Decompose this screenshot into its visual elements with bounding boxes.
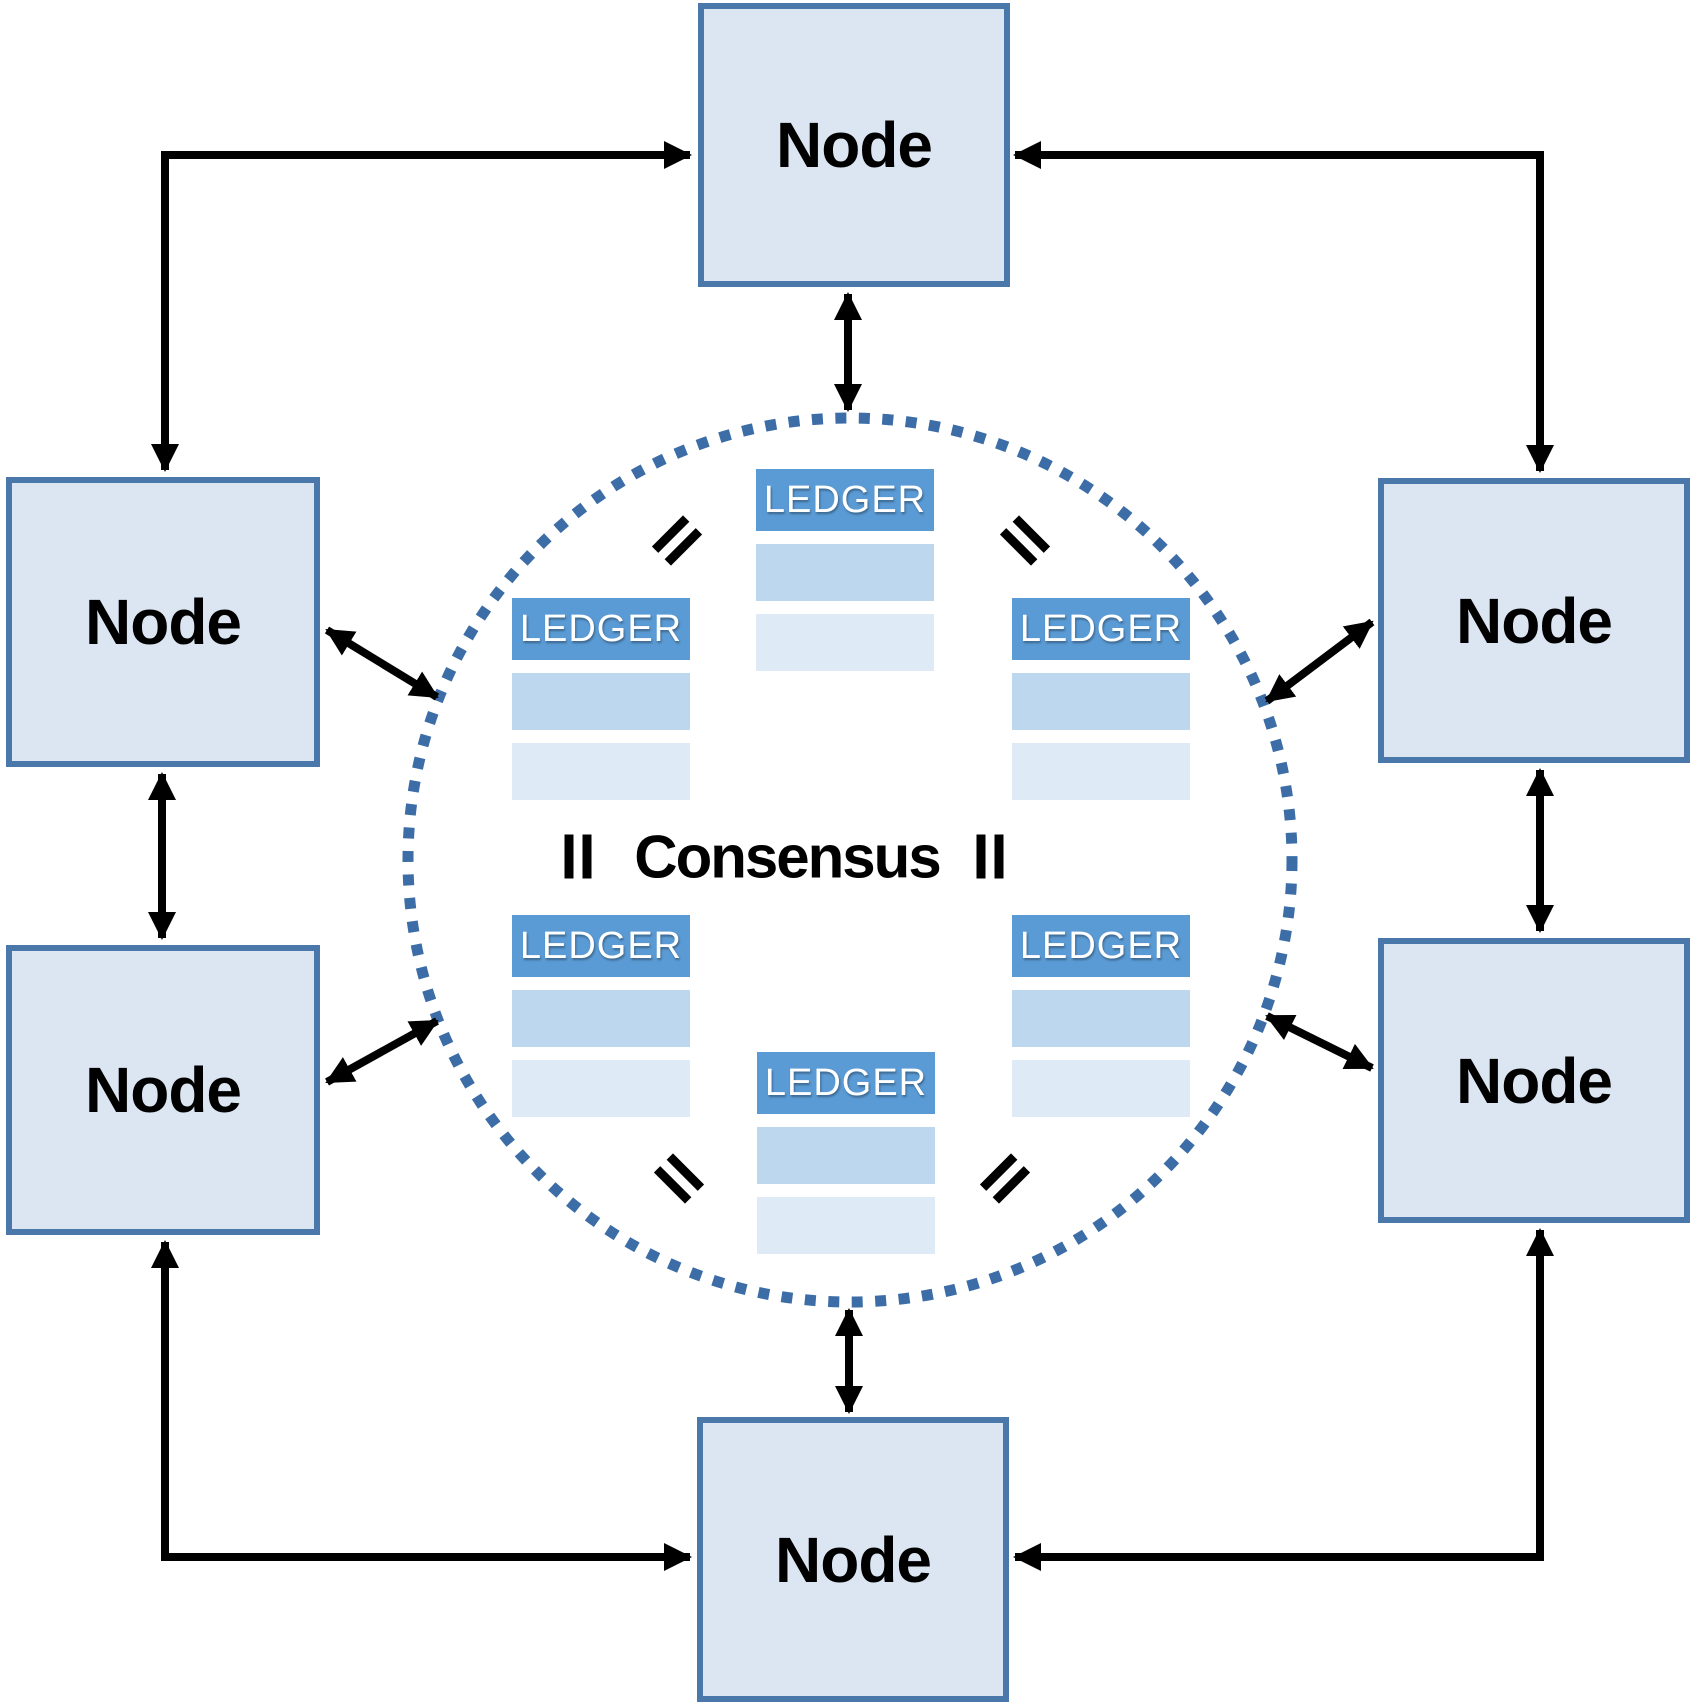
node-box-top: Node	[698, 3, 1010, 287]
arrow-bottom-left-elbow	[151, 1240, 692, 1571]
ledger-row-light	[1012, 743, 1190, 800]
node-box-upper-left: Node	[6, 477, 320, 767]
node-label: Node	[776, 109, 933, 181]
node-label: Node	[85, 1054, 242, 1126]
arrow-upper-left-node-to-circle	[324, 626, 440, 701]
arrow-upper-right-node-to-circle	[1264, 618, 1375, 705]
node-box-upper-right: Node	[1378, 478, 1690, 763]
ledger-row-light	[512, 1060, 690, 1117]
ledger-header: LEDGER	[512, 915, 690, 977]
ledger-row-medium	[756, 544, 934, 601]
node-box-lower-left: Node	[6, 945, 320, 1235]
ledger-header: LEDGER	[756, 469, 934, 531]
ledger-lower-right: LEDGER	[1012, 915, 1190, 1117]
arrow-lower-right-node-to-circle	[1265, 1012, 1374, 1072]
ledger-row-medium	[1012, 673, 1190, 730]
ledger-row-medium	[512, 990, 690, 1047]
node-label: Node	[775, 1523, 932, 1596]
equals-bar	[976, 834, 986, 879]
consensus-ring-dotted-circle	[402, 412, 1298, 1308]
ledger-row-light	[1012, 1060, 1190, 1117]
node-box-lower-right: Node	[1378, 938, 1690, 1223]
node-label: Node	[1456, 1044, 1613, 1117]
node-label: Node	[1456, 584, 1613, 657]
ledger-header: LEDGER	[512, 598, 690, 660]
equals-icon	[976, 834, 1004, 879]
equals-bar	[582, 834, 592, 879]
equals-icon	[564, 834, 592, 879]
ledger-bottom: LEDGER	[757, 1052, 935, 1254]
ledger-upper-right: LEDGER	[1012, 598, 1190, 800]
ledger-row-light	[756, 614, 934, 671]
ledger-header: LEDGER	[757, 1052, 935, 1114]
arrow-top-left-elbow	[151, 141, 692, 472]
arrow-lower-left-node-to-circle	[325, 1017, 439, 1086]
ledger-top: LEDGER	[756, 469, 934, 671]
ledger-header: LEDGER	[1012, 915, 1190, 977]
ledger-row-medium	[1012, 990, 1190, 1047]
ledger-upper-left: LEDGER	[512, 598, 690, 800]
arrow-top-right-elbow	[1013, 141, 1554, 473]
ledger-lower-left: LEDGER	[512, 915, 690, 1117]
ledger-row-light	[757, 1197, 935, 1254]
node-label: Node	[85, 586, 242, 658]
ledger-row-medium	[512, 673, 690, 730]
ledger-header: LEDGER	[1012, 598, 1190, 660]
equals-bar	[564, 834, 574, 879]
arrow-bottom-right-elbow	[1013, 1228, 1554, 1571]
ledger-row-medium	[757, 1127, 935, 1184]
consensus-label: Consensus	[634, 823, 941, 891]
ledger-row-light	[512, 743, 690, 800]
equals-bar	[994, 834, 1004, 879]
node-box-bottom: Node	[697, 1417, 1009, 1702]
